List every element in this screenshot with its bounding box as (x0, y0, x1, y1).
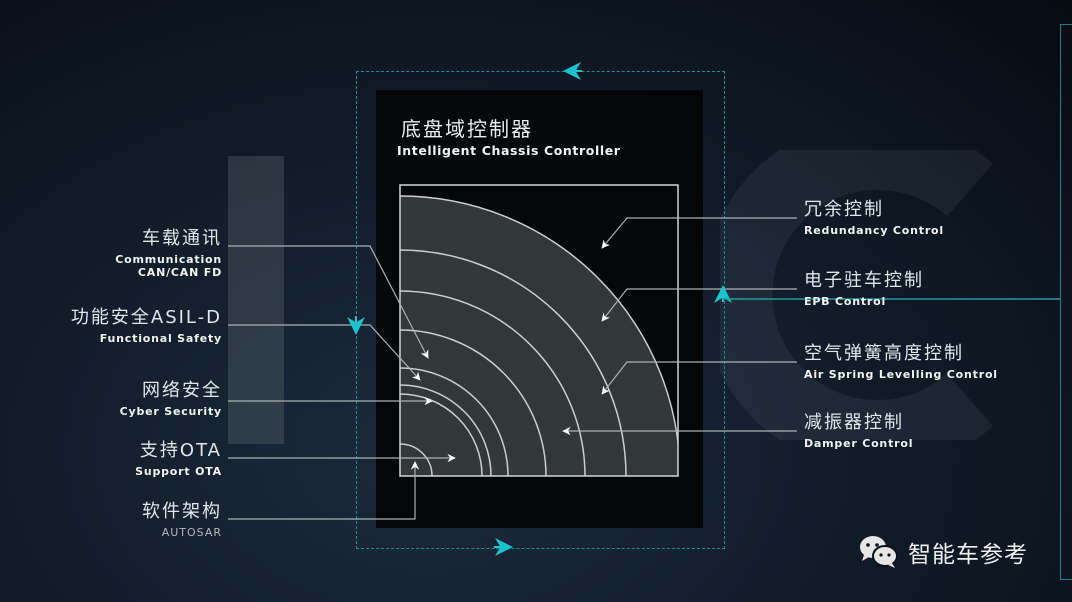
leader-epb (601, 288, 797, 322)
leader-functional-safety (228, 324, 421, 381)
arc-fill (400, 196, 678, 476)
leader-communication (228, 245, 429, 359)
label-damper-control: 减振器控制 Damper Control (804, 412, 914, 450)
label-functional-safety: 功能安全ASIL-D Functional Safety (70, 307, 222, 345)
watermark-text: 智能车参考 (908, 542, 1028, 568)
dashed-loop-frame (356, 71, 725, 549)
label-epb-control: 电子驻车控制 EPB Control (804, 270, 924, 308)
controller-title-en: Intelligent Chassis Controller (397, 143, 621, 158)
leader-redundancy (601, 217, 797, 249)
label-air-spring-control: 空气弹簧高度控制 Air Spring Levelling Control (804, 343, 998, 381)
leader-autosar (228, 461, 420, 520)
wechat-icon (860, 536, 898, 568)
label-communication: 车载通讯 Communication CAN/CAN FD (115, 228, 222, 279)
background-c-decoration (720, 150, 994, 440)
watermark: 智能车参考 (858, 534, 1028, 570)
label-support-ota: 支持OTA Support OTA (135, 440, 222, 478)
label-autosar: 软件架构 AUTOSAR (142, 501, 222, 539)
label-cyber-security: 网络安全 Cyber Security (119, 380, 222, 418)
background-bar-decoration (228, 156, 284, 444)
controller-title-cn: 底盘域控制器 (401, 117, 533, 141)
diagram-box (399, 184, 679, 477)
label-redundancy-control: 冗余控制 Redundancy Control (804, 199, 944, 237)
leader-air-spring (601, 361, 797, 395)
right-edge-frame (1060, 24, 1072, 580)
